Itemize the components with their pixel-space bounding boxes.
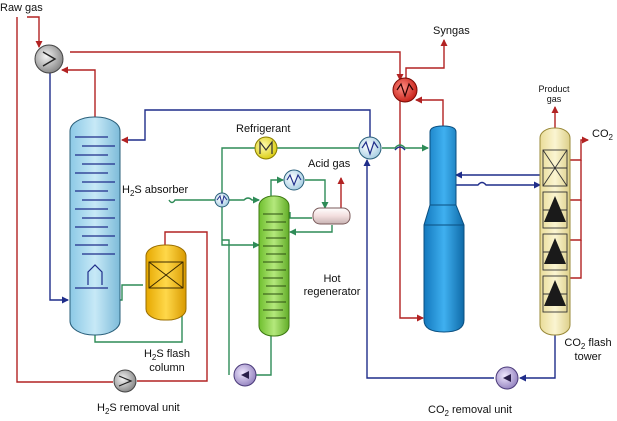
flash-column-top-red: [164, 231, 186, 245]
tower-side-red-line-1: [570, 160, 582, 201]
lean-rich-exchanger-icon: [358, 136, 382, 160]
gas-lines: [16, 16, 589, 383]
h2s-absorber-label: H2S absorber: [122, 184, 189, 199]
absorber-top-gas-line: [61, 66, 96, 118]
condenser-to-drum: [305, 179, 329, 209]
product-gas-label: Product gas: [538, 84, 570, 105]
pump-to-left: [222, 239, 230, 375]
co2-absorption-column: [423, 125, 465, 333]
drum-to-regenerator: [289, 225, 333, 236]
acid-gas-label: Acid gas: [308, 158, 351, 170]
h2s-flash-column-label: H2S flash column: [143, 348, 191, 375]
tower-side-red-line-3: [570, 240, 582, 279]
mixer-down-to-regenerator: [221, 205, 260, 249]
mixer-icon: [214, 192, 230, 208]
co2-flash-tower-label: CO2 flash tower: [564, 337, 612, 364]
solvent-lines: [49, 70, 556, 382]
hot-exchanger-down-to-co2-column: [399, 100, 424, 322]
h2s-absorber: [69, 116, 121, 336]
recycle-line: [16, 17, 113, 383]
compressor-icon: [34, 44, 64, 74]
mixer-to-regenerator: [228, 196, 260, 204]
tower-side-red-line-2: [570, 200, 582, 241]
recycle-compressor-icon: [113, 369, 137, 393]
co2-outlet-line: [570, 136, 589, 161]
recycle-compressor-to-flash: [137, 231, 208, 382]
refrigerant-exchanger-icon: [254, 136, 278, 160]
regen-to-condenser: [270, 176, 284, 198]
syngas-label: Syngas: [433, 25, 470, 37]
exchanger-to-co2-column: [382, 144, 429, 152]
hot-regenerator: [258, 195, 290, 337]
absorber-bottom-blue: [49, 70, 69, 304]
heat-exchanger-icon: [392, 77, 418, 103]
refrigerant-label: Refrigerant: [236, 123, 291, 135]
hot-regenerator-label: Hot regenerator: [303, 273, 361, 298]
pump-icon: [233, 363, 257, 387]
regen-cross-blue: [394, 146, 406, 151]
raw-gas-label: Raw gas: [0, 2, 43, 14]
co2-out-label: CO2: [592, 128, 613, 143]
condenser-icon: [283, 169, 305, 191]
refrigerant-to-mixer: [221, 147, 256, 195]
co2-flash-tower: [539, 127, 571, 336]
drum-reflux: [289, 212, 312, 219]
co2-column-top-to-hot-exchanger: [415, 96, 444, 128]
cooled-gas-to-hot-exchanger: [70, 51, 404, 81]
h2s-flash-column: [145, 244, 187, 321]
co2-column-to-flash-tower: [456, 181, 541, 189]
h2s-removal-unit-label: H2S removal unit: [97, 402, 180, 417]
co2-removal-unit-label: CO2 removal unit: [428, 404, 512, 419]
mixer-to-flash: [168, 199, 215, 204]
tower-bottom-to-pump: [519, 335, 556, 382]
syngas-outlet-line: [405, 39, 448, 85]
reflux-drum: [312, 207, 351, 225]
co2-pump-icon: [495, 366, 519, 390]
pump-to-exchanger-return: [363, 159, 494, 379]
raw-gas-inlet-line: [27, 16, 43, 48]
lean-solvent-to-absorber: [121, 109, 371, 144]
